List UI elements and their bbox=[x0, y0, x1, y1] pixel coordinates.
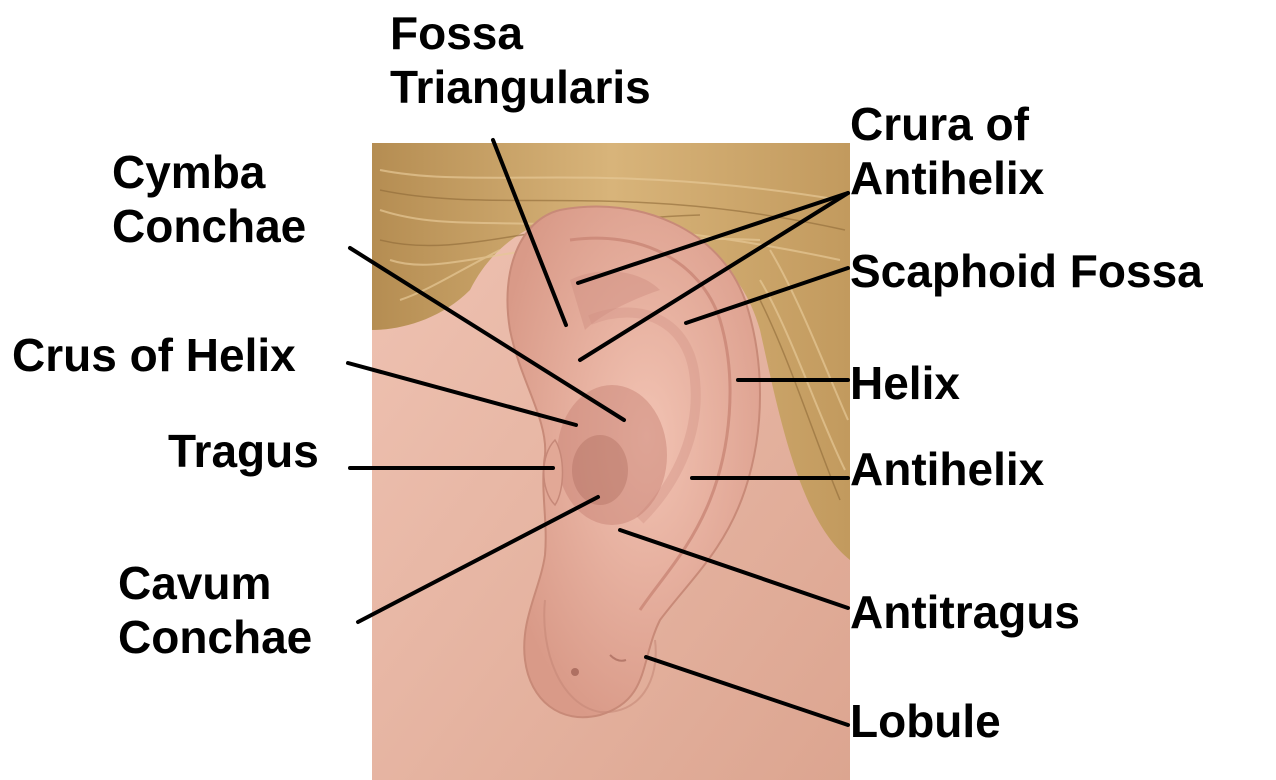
label-cavum-conchae-line1: Cavum bbox=[118, 556, 312, 610]
label-helix: Helix bbox=[850, 356, 960, 410]
label-cymba-conchae: Cymba Conchae bbox=[112, 145, 306, 253]
label-crus-of-helix: Crus of Helix bbox=[12, 328, 296, 382]
label-antitragus: Antitragus bbox=[850, 585, 1080, 639]
label-crura-of-antihelix-line1: Crura of bbox=[850, 97, 1044, 151]
label-lobule: Lobule bbox=[850, 694, 1001, 748]
label-fossa-triangularis: Fossa Triangularis bbox=[390, 6, 651, 114]
label-crura-of-antihelix-line2: Antihelix bbox=[850, 151, 1044, 205]
label-cymba-conchae-line2: Conchae bbox=[112, 199, 306, 253]
label-antihelix: Antihelix bbox=[850, 442, 1044, 496]
label-cavum-conchae-line2: Conchae bbox=[118, 610, 312, 664]
label-fossa-triangularis-line2: Triangularis bbox=[390, 60, 651, 114]
label-tragus: Tragus bbox=[168, 424, 319, 478]
label-crura-of-antihelix: Crura of Antihelix bbox=[850, 97, 1044, 205]
label-scaphoid-fossa: Scaphoid Fossa bbox=[850, 244, 1203, 298]
label-fossa-triangularis-line1: Fossa bbox=[390, 6, 651, 60]
label-cymba-conchae-line1: Cymba bbox=[112, 145, 306, 199]
label-cavum-conchae: Cavum Conchae bbox=[118, 556, 312, 664]
